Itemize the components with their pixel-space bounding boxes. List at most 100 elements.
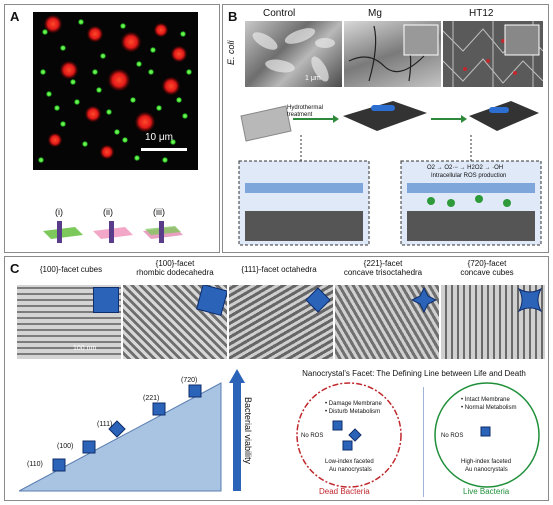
viability-triangle: [19, 369, 245, 492]
green-particle: [136, 61, 142, 67]
dead-bullet-2: • Disturb Metabolism: [325, 409, 381, 415]
green-particle: [148, 69, 154, 75]
green-particle: [106, 109, 112, 115]
dead-bullet-1: • Damage Membrane: [325, 401, 382, 407]
green-particle: [100, 53, 106, 59]
live-bullet-1: • Intact Membrane: [461, 397, 510, 403]
green-particle: [46, 91, 52, 97]
green-particle: [114, 129, 120, 135]
facet-title-3: {111}-facet octahedra: [241, 265, 317, 274]
col-control-label: Control: [263, 8, 296, 19]
dead-desc-1: Low-index faceted: [325, 459, 374, 465]
green-particle: [60, 45, 66, 51]
panel-b-letter: B: [228, 9, 238, 24]
dead-desc-2: Au nanocrystals: [329, 467, 372, 473]
fluorescence-dots: [38, 15, 192, 163]
green-particle: [42, 29, 48, 35]
red-particle: [85, 106, 101, 122]
green-particle: [60, 121, 66, 127]
live-no-ros: No ROS: [441, 433, 464, 439]
index-100: (100): [57, 443, 74, 450]
green-particle: [122, 137, 128, 143]
green-particle: [182, 113, 188, 119]
red-particle: [60, 61, 78, 79]
sem-cubes: 100 nm: [17, 285, 121, 359]
live-desc-2: Au nanocrystals: [465, 467, 508, 473]
index-221: (221): [143, 395, 160, 402]
green-particle: [176, 97, 182, 103]
green-particle: [156, 105, 162, 111]
green-particle: [92, 69, 98, 75]
red-particle: [87, 26, 103, 42]
fluorescence-micrograph: 10 μm: [33, 12, 198, 170]
sem-mg: [344, 21, 441, 87]
live-title: Live Bacteria: [463, 487, 510, 496]
index-111: (111): [97, 421, 113, 428]
red-particle: [135, 112, 155, 132]
ros-production-label: Intracellular ROS production: [431, 173, 507, 179]
facet-title-1: {100}-facet cubes: [39, 265, 103, 274]
green-particle: [40, 69, 46, 75]
green-particle: [120, 23, 126, 29]
inset-iii-label: (iii): [153, 207, 165, 217]
panel-b: B E. coli Control Mg HT12 1 μm: [222, 4, 549, 253]
green-particle: [186, 69, 192, 75]
trisoctahedron-icon: [411, 287, 437, 313]
red-particle: [121, 32, 141, 52]
sem-ht12: [443, 21, 543, 87]
species-label: E. coli: [226, 40, 236, 65]
green-particle: [74, 99, 80, 105]
col-mg-label: Mg: [368, 8, 382, 19]
dead-title: Dead Bacteria: [319, 487, 370, 496]
green-particle: [150, 47, 156, 53]
sem-concave-cubes: [441, 285, 545, 359]
green-particle: [82, 141, 88, 147]
green-particle: [38, 157, 44, 163]
green-particle: [78, 19, 84, 25]
dead-no-ros: No ROS: [301, 433, 324, 439]
green-particle: [54, 105, 60, 111]
sem-trisoctahedra: [335, 285, 439, 359]
sem-rhombic: [123, 285, 227, 359]
inset-i-label: (i): [55, 207, 63, 217]
col-ht12-label: HT12: [469, 8, 494, 19]
panel-a-letter: A: [10, 9, 20, 24]
panel-a: A 10 μm (i) (ii) (iii): [4, 4, 220, 253]
green-particle: [134, 155, 140, 161]
sem-control: 1 μm: [245, 21, 342, 87]
ros-chain: O2 → O2·− → H2O2 → ·OH: [427, 165, 504, 171]
green-particle: [130, 97, 136, 103]
live-desc-1: High-index faceted: [461, 459, 512, 465]
rhombic-dodecahedron-icon: [196, 285, 227, 316]
green-particle: [96, 87, 102, 93]
red-particle: [44, 15, 62, 33]
sem-scale-label: 1 μm: [305, 75, 321, 82]
live-bullet-2: • Normal Metabolism: [461, 405, 517, 411]
red-particle: [100, 145, 114, 159]
live-bacteria-diagram: [434, 382, 540, 488]
index-720: (720): [181, 377, 198, 384]
viability-axis-label: Bacterial viability: [243, 397, 253, 465]
scale-bar: [141, 148, 187, 151]
scale-bar-label: 10 μm: [145, 132, 173, 143]
membrane-insets: [43, 221, 183, 243]
octahedron-icon: [305, 287, 331, 313]
red-particle: [171, 46, 187, 62]
sem-octahedra: [229, 285, 333, 359]
scale-100nm: 100 nm: [73, 345, 97, 352]
red-particle: [108, 69, 130, 91]
inset-ii-label: (ii): [103, 207, 113, 217]
facet-headline: Nanocrystal's Facet: The Defining Line b…: [302, 369, 526, 378]
green-particle: [162, 157, 168, 163]
divider: [423, 387, 424, 497]
index-110: (110): [27, 461, 43, 468]
panel-c-letter: C: [10, 261, 20, 276]
red-particle: [162, 77, 180, 95]
concave-cube-icon: [517, 287, 543, 313]
red-particle: [154, 23, 168, 37]
dead-bacteria-diagram: [296, 382, 402, 488]
